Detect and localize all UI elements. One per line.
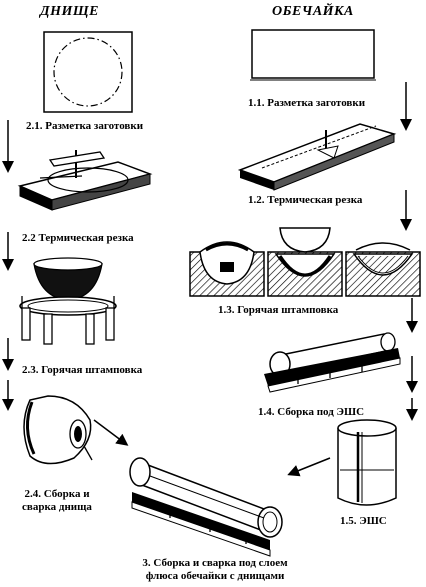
final-step-label-line2: флюса обечайки с днищами [145, 570, 285, 582]
header-shell: ОБЕЧАЙКА [272, 4, 354, 19]
final-step-label-line1: 3. Сборка и сварка под слоем [142, 557, 288, 569]
step-2-1-label: 2.1. Разметка заготовки [26, 120, 144, 132]
final-assembly-welding-icon [129, 457, 283, 557]
shell-thermal-cutting-icon [237, 123, 397, 191]
shell-hot-stamping-icon [189, 227, 421, 297]
step-1-3-label: 1.3. Горячая штамповка [218, 304, 339, 316]
arrow-shell-to-final [287, 457, 331, 477]
arrow-bottom-to-final [93, 419, 129, 446]
step-1-1-label: 1.1. Разметка заготовки [248, 97, 366, 109]
header-bottom-part: ДНИЩЕ [40, 4, 99, 19]
step-1-2-label: 1.2. Термическая резка [248, 194, 363, 206]
bottom-blank-marking-icon [43, 31, 133, 113]
shell-blank-marking-icon [250, 29, 376, 81]
step-1-5-label: 1.5. ЭШС [340, 515, 387, 527]
step-2-2-label: 2.2 Термическая резка [22, 232, 134, 244]
shell-esw-cylinder-icon [337, 419, 397, 506]
bottom-hot-stamping-icon [19, 257, 117, 345]
step-2-4-label-line2: сварка днища [22, 501, 92, 513]
bottom-thermal-cutting-icon [17, 150, 153, 211]
step-1-4-label: 1.4. Сборка под ЭШС [258, 406, 365, 418]
step-2-4-label-line1: 2.4. Сборка и [24, 488, 90, 500]
step-2-3-label: 2.3. Горячая штамповка [22, 364, 143, 376]
shell-assembly-esw-icon [264, 332, 401, 393]
bottom-assembly-welding-icon [23, 395, 93, 465]
